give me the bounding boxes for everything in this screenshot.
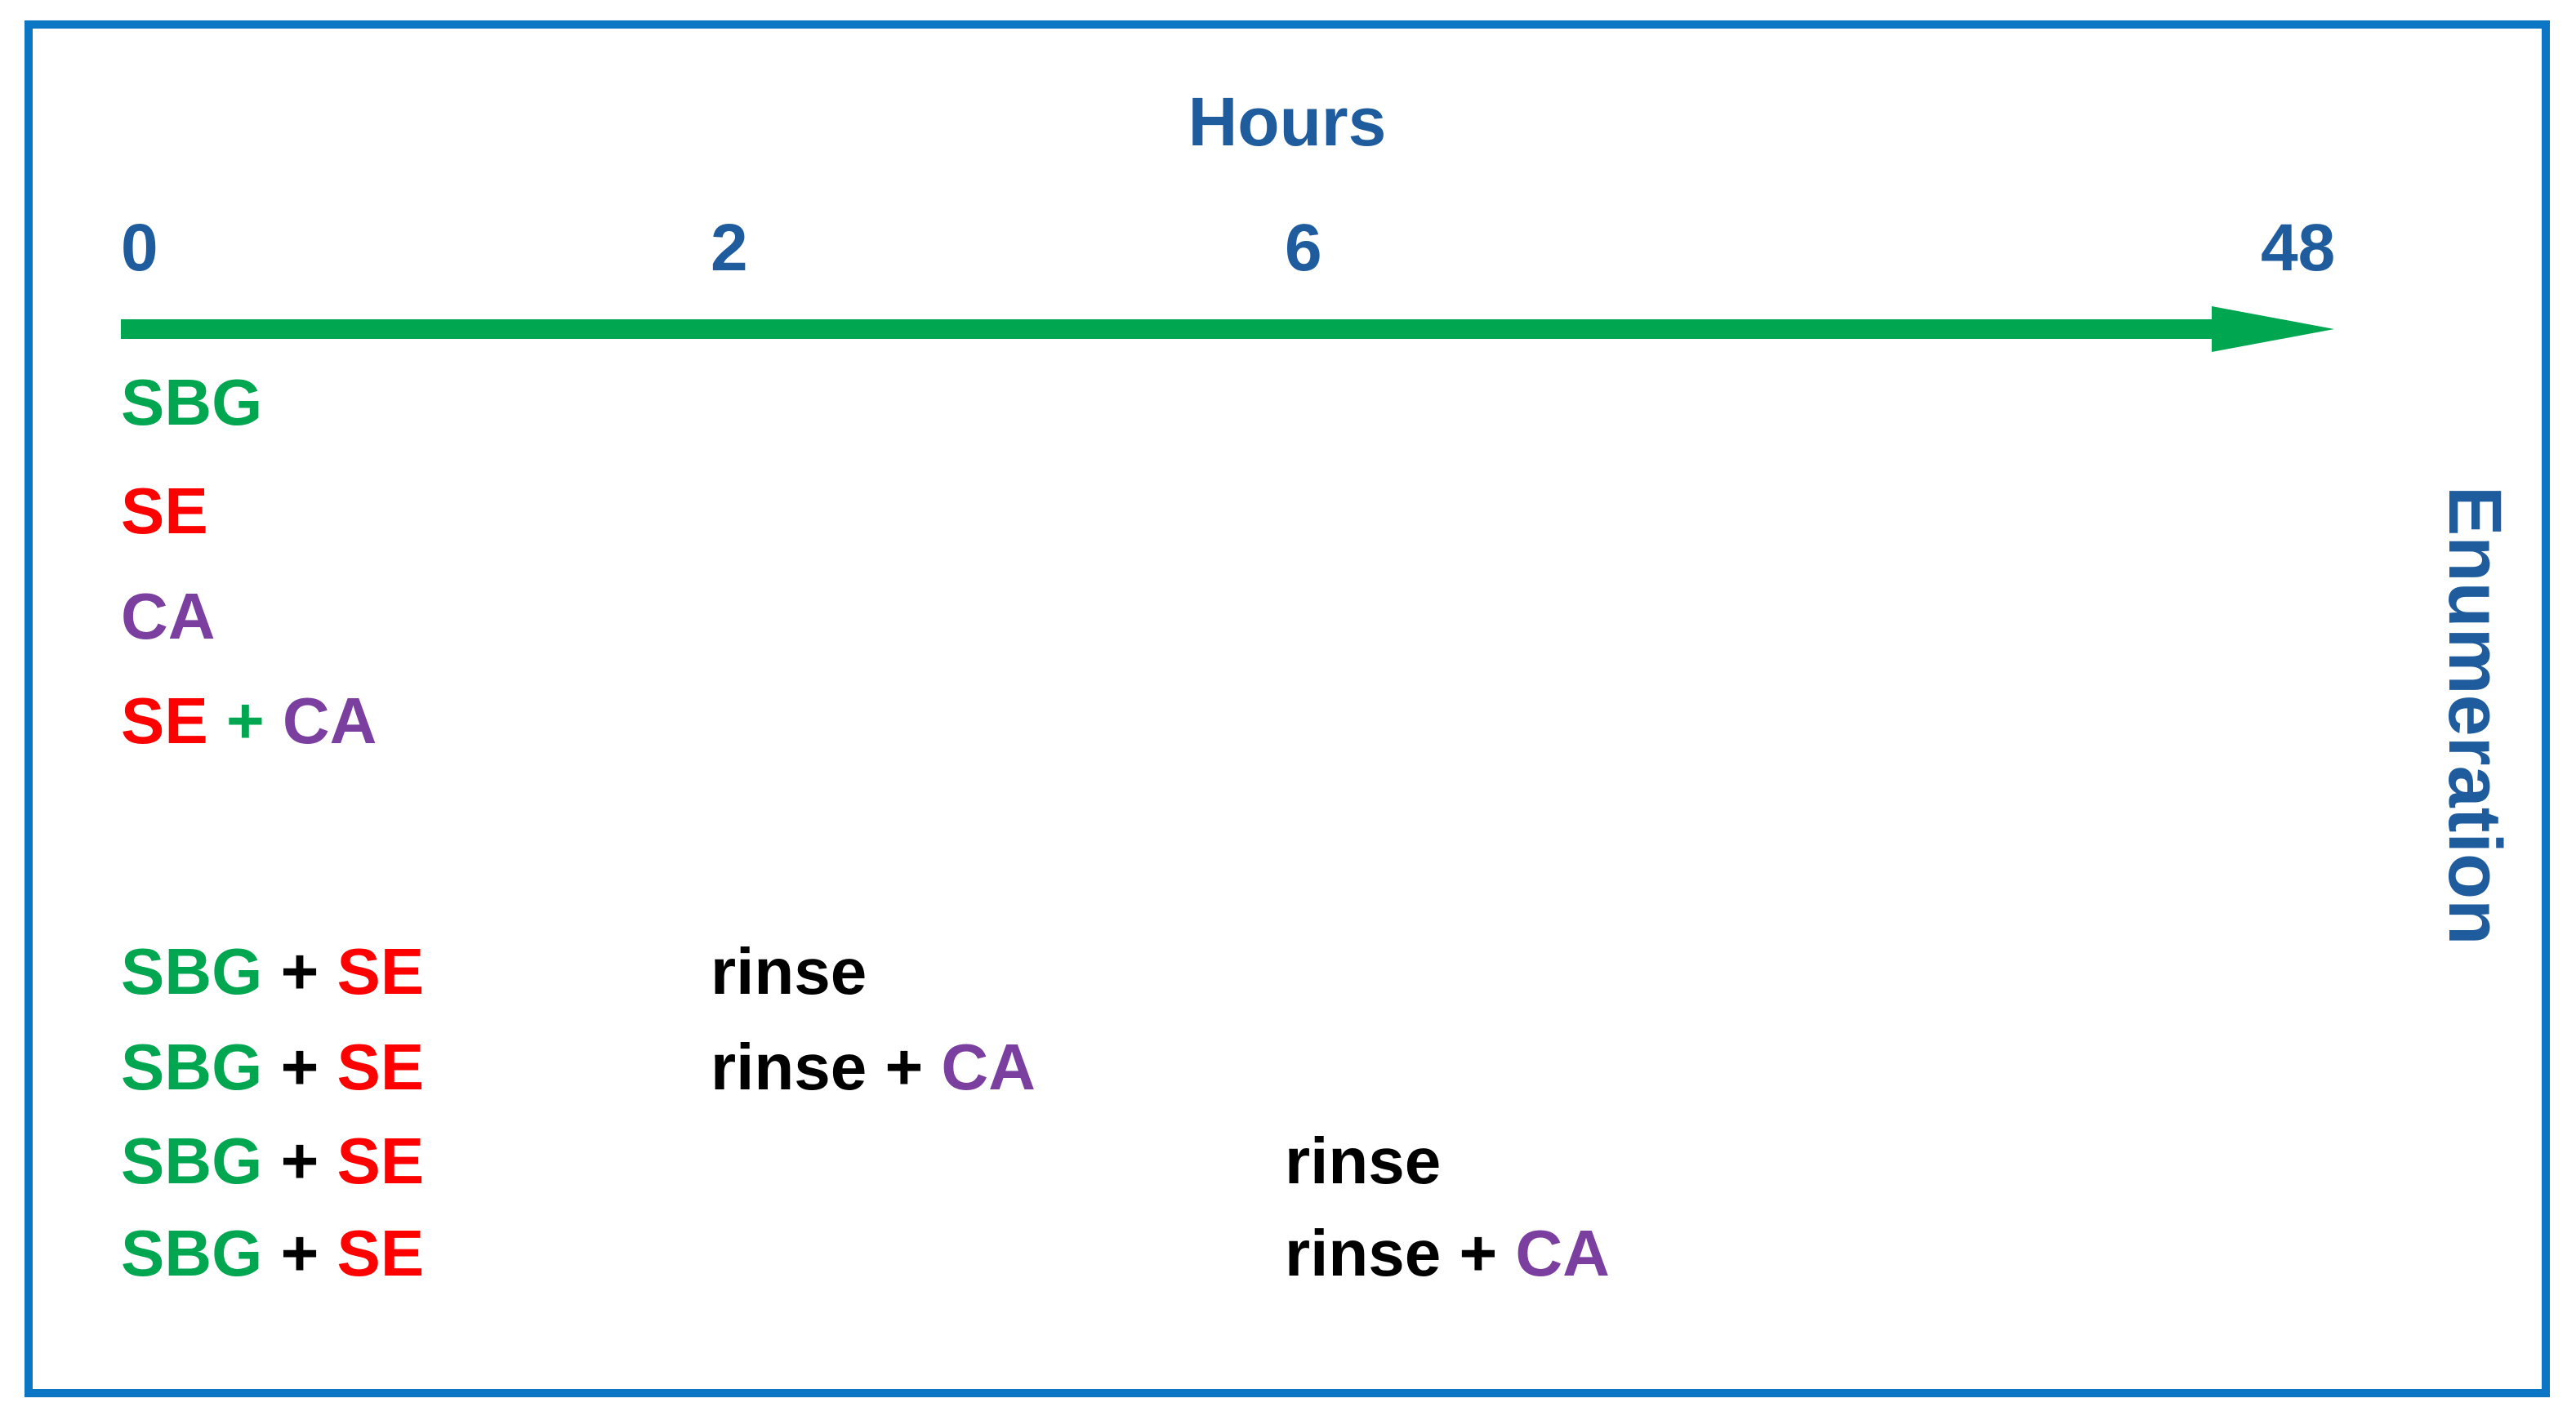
tick-label-6: 6 (1285, 211, 1322, 285)
row-3-hour0: CA (121, 576, 216, 657)
row-6-hour2: rinse + CA (711, 1026, 1036, 1108)
plus-sign: + (225, 684, 265, 757)
table-row: SBG (33, 362, 2542, 443)
plus-sign: + (885, 1031, 924, 1103)
agent-ca: CA (941, 1031, 1036, 1103)
table-row: CA (33, 576, 2542, 657)
agent-sbg: SBG (121, 1124, 263, 1197)
row-1-hour0: SBG (121, 362, 262, 443)
plus-sign: + (1459, 1217, 1498, 1289)
plus-sign: + (280, 1217, 319, 1289)
step-rinse: rinse (711, 1031, 867, 1103)
plus-sign: + (280, 1031, 319, 1103)
agent-se: SE (121, 684, 208, 757)
row-8-hour6: rinse + CA (1285, 1213, 1610, 1294)
timeline-arrow-icon (121, 306, 2334, 352)
tick-label-0: 0 (121, 211, 158, 285)
agent-sbg: SBG (121, 935, 263, 1008)
step-rinse: rinse (1285, 1124, 1442, 1197)
table-row: SBG + SE rinse (33, 931, 2542, 1013)
tick-label-48: 48 (2261, 211, 2336, 285)
agent-sbg: SBG (121, 1217, 263, 1289)
tick-label-2: 2 (711, 211, 748, 285)
step-rinse: rinse (1285, 1217, 1442, 1289)
row-7-hour0: SBG + SE (121, 1120, 424, 1202)
row-4-hour0: SE + CA (121, 680, 377, 762)
agent-sbg: SBG (121, 366, 263, 439)
plus-sign: + (280, 1124, 319, 1197)
agent-se: SE (336, 935, 425, 1008)
row-7-hour6: rinse (1285, 1120, 1441, 1202)
row-8-hour0: SBG + SE (121, 1213, 424, 1294)
agent-ca: CA (282, 684, 377, 757)
table-row: SE (33, 470, 2542, 552)
row-5-hour0: SBG + SE (121, 931, 424, 1013)
agent-se: SE (121, 474, 208, 547)
table-row: SBG + SE rinse + CA (33, 1213, 2542, 1294)
agent-se: SE (336, 1217, 425, 1289)
step-rinse: rinse (711, 935, 867, 1008)
table-row: SBG + SE rinse (33, 1120, 2542, 1202)
agent-sbg: SBG (121, 1031, 263, 1103)
table-row: SE + CA (33, 680, 2542, 762)
row-6-hour0: SBG + SE (121, 1026, 424, 1108)
row-2-hour0: SE (121, 470, 208, 552)
agent-se: SE (336, 1031, 425, 1103)
agent-ca: CA (1515, 1217, 1610, 1289)
axis-title-hours: Hours (1188, 83, 1387, 160)
plus-sign: + (280, 935, 319, 1008)
figure-border: Hours 0 2 6 48 Enumeration SBG SE CA (25, 20, 2550, 1397)
agent-se: SE (336, 1124, 425, 1197)
table-row: SBG + SE rinse + CA (33, 1026, 2542, 1108)
row-5-hour2: rinse (711, 931, 867, 1013)
agent-ca: CA (121, 580, 216, 652)
